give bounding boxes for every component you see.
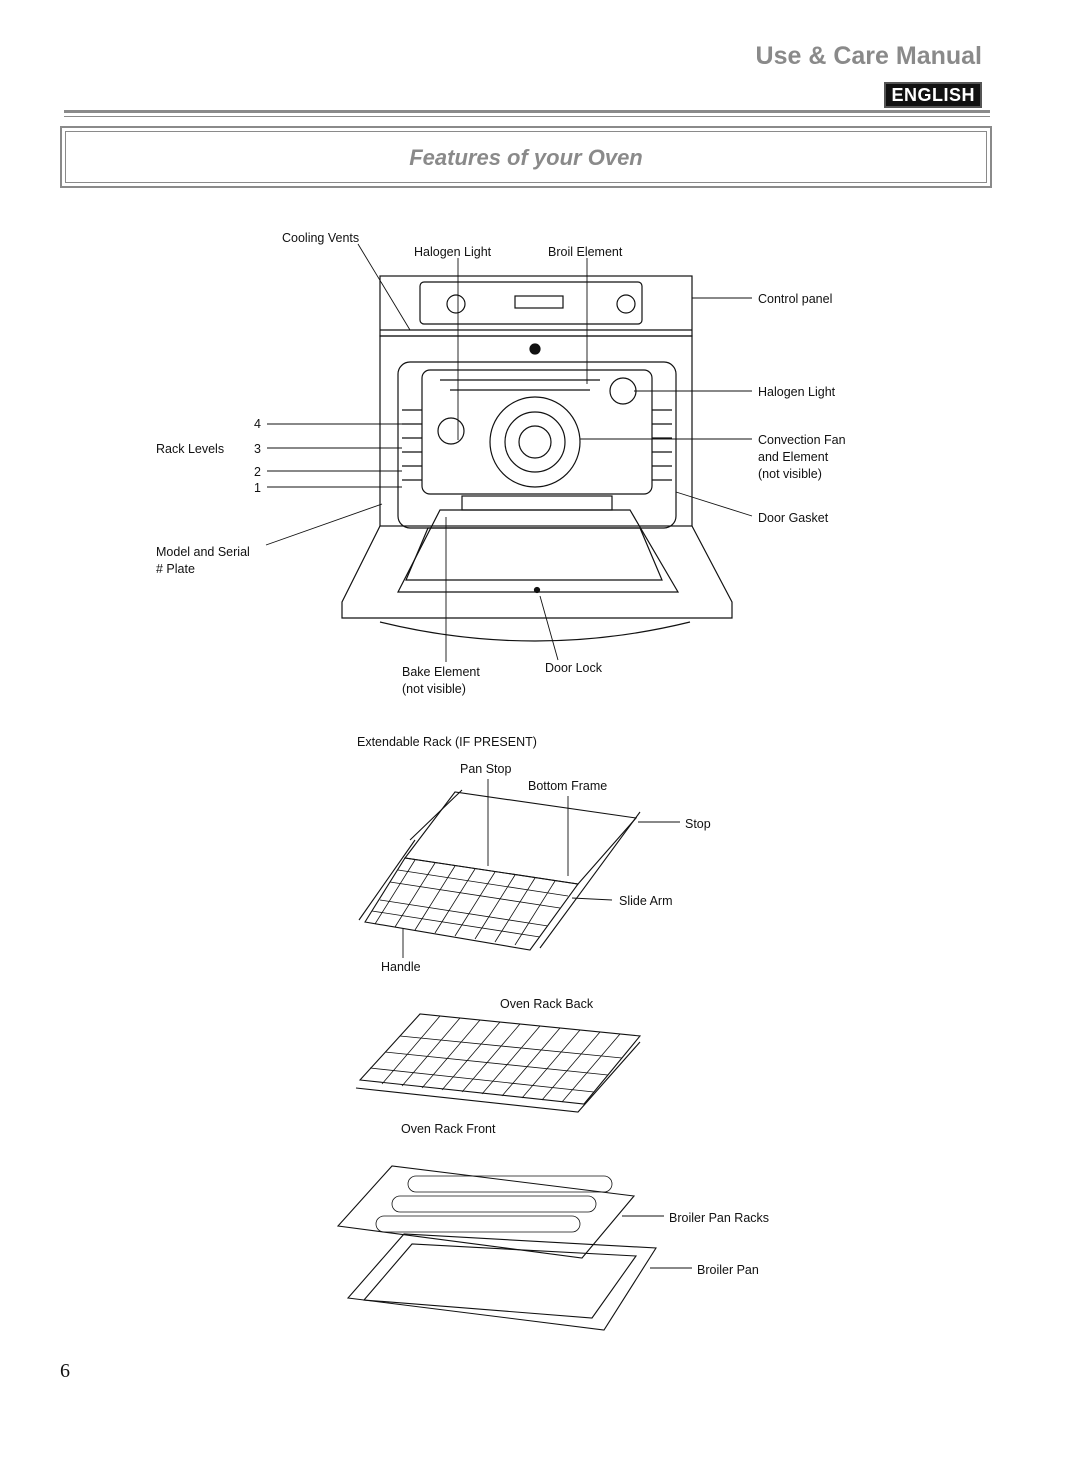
label-halogen-light-right: Halogen Light	[758, 385, 836, 399]
label-rack-3: 3	[254, 442, 261, 456]
oven-illustration	[341, 275, 733, 642]
section-title: Features of your Oven	[409, 145, 643, 170]
slide-arm-right	[539, 811, 641, 949]
label-oven-rack-back: Oven Rack Back	[500, 997, 594, 1011]
label-bake-element-1: Bake Element	[402, 665, 480, 679]
label-broiler-pan: Broiler Pan	[697, 1263, 759, 1277]
control-display	[514, 295, 564, 309]
rack-grid-outline	[364, 857, 579, 951]
door-latch-dot	[529, 343, 541, 355]
rack-grid-wires	[371, 859, 569, 946]
convection-fan-ring	[504, 411, 566, 473]
label-convection-fan-2: and Element	[758, 450, 829, 464]
label-stop: Stop	[685, 817, 711, 831]
label-pan-stop: Pan Stop	[460, 762, 511, 776]
convection-fan-cover	[489, 396, 581, 488]
label-bake-element-2: (not visible)	[402, 682, 466, 696]
label-extendable-rack: Extendable Rack (IF PRESENT)	[357, 735, 537, 749]
page-number: 6	[60, 1360, 70, 1382]
halogen-light-right	[609, 377, 637, 405]
slide-arm-left-back	[409, 789, 463, 841]
header-rule-thin	[64, 116, 990, 117]
oven-leader-lines	[265, 243, 753, 662]
control-knob-left	[446, 294, 466, 314]
rack-rails-right	[652, 409, 672, 481]
oven-rack-wires	[369, 1015, 623, 1103]
broiler-pan	[346, 1233, 657, 1331]
oven-rack-illustration	[355, 1013, 642, 1113]
manual-title: Use & Care Manual	[755, 42, 982, 70]
oven-rack-outline	[358, 1013, 642, 1105]
label-bottom-frame: Bottom Frame	[528, 779, 607, 793]
extendable-rack-leaders	[402, 779, 680, 958]
door-lock-dot	[533, 586, 541, 594]
label-convection-fan-3: (not visible)	[758, 467, 822, 481]
label-handle: Handle	[381, 960, 421, 974]
label-model-serial-2: # Plate	[156, 562, 195, 576]
label-oven-rack-front: Oven Rack Front	[401, 1122, 496, 1136]
halogen-light-left	[437, 417, 465, 445]
label-slide-arm: Slide Arm	[619, 894, 673, 908]
language-badge: ENGLISH	[884, 82, 982, 108]
broil-element	[440, 379, 600, 391]
control-panel-housing	[379, 275, 693, 337]
label-convection-fan-1: Convection Fan	[758, 433, 846, 447]
label-cooling-vents: Cooling Vents	[282, 231, 359, 245]
label-broiler-pan-racks: Broiler Pan Racks	[669, 1211, 769, 1225]
oven-frame	[379, 335, 693, 527]
broiler-pan-illustration	[336, 1165, 657, 1331]
header-rule-thick	[64, 110, 990, 113]
broiler-pan-inner	[362, 1243, 638, 1319]
section-title-box: Features of your Oven	[60, 126, 992, 188]
oven-door-outer	[341, 525, 733, 619]
extendable-rack-illustration	[358, 789, 641, 951]
label-broil-element: Broil Element	[548, 245, 623, 259]
bake-element-cover	[461, 495, 613, 511]
label-model-serial-1: Model and Serial	[156, 545, 250, 559]
slide-arm-left	[358, 839, 416, 921]
oven-back-wall	[421, 369, 653, 495]
oven-door-bottom-curve	[379, 621, 691, 642]
oven-door-window	[405, 527, 663, 581]
section-title-inner-border	[65, 131, 987, 183]
control-knob-right	[616, 294, 636, 314]
label-door-gasket: Door Gasket	[758, 511, 829, 525]
convection-fan-hub	[518, 425, 552, 459]
label-halogen-light-top: Halogen Light	[414, 245, 492, 259]
label-rack-4: 4	[254, 417, 261, 431]
oven-rack-front-bar	[355, 1041, 641, 1113]
label-rack-1: 1	[254, 481, 261, 495]
label-rack-2: 2	[254, 465, 261, 479]
label-control-panel: Control panel	[758, 292, 832, 306]
control-panel-face	[419, 281, 643, 325]
label-rack-levels: Rack Levels	[156, 442, 224, 456]
rack-rails-left	[402, 409, 422, 481]
rack-slide-frame	[404, 791, 638, 885]
oven-cavity	[397, 361, 677, 529]
broiler-pan-slots	[375, 1175, 613, 1233]
broiler-pan-rack	[336, 1165, 636, 1259]
broiler-leaders	[622, 1215, 692, 1269]
label-door-lock: Door Lock	[545, 661, 603, 675]
